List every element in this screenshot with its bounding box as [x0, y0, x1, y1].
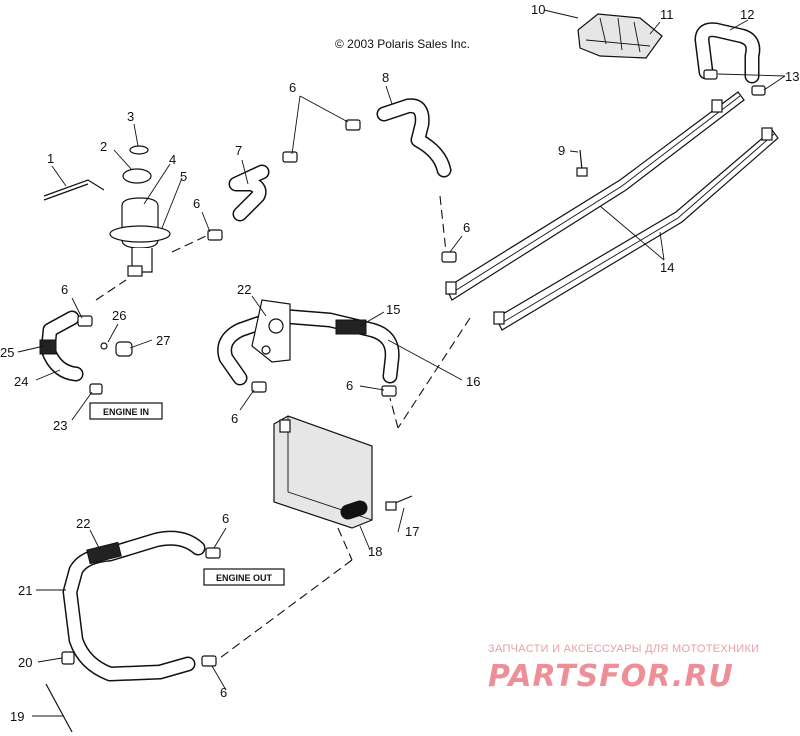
hose-12 [694, 22, 761, 84]
hose-24 [39, 310, 84, 382]
fitting-20 [61, 651, 75, 665]
watermark: ЗАПЧАСТИ И АКСЕССУАРЫ ДЛЯ МОТОТЕХНИКИ PA… [488, 643, 759, 694]
callout-numbers: 1 2 3 4 5 6 6 6 6 6 6 6 6 7 8 9 10 11 12… [0, 2, 799, 724]
engine-in-label: ENGINE IN [103, 407, 149, 417]
engine-out-tag: ENGINE OUT [203, 568, 285, 586]
callout-6d: 6 [463, 220, 470, 235]
callout-26: 26 [112, 308, 126, 323]
rod-1 [43, 179, 105, 201]
callout-23: 23 [53, 418, 67, 433]
bolt-9 [576, 149, 588, 177]
callout-5: 5 [180, 169, 187, 184]
fitting-17 [385, 495, 413, 511]
engine-in-tag: ENGINE IN [89, 402, 163, 420]
callout-21: 21 [18, 583, 32, 598]
hose-21 [62, 530, 206, 682]
flow-lines [95, 195, 471, 659]
callout-11: 11 [660, 7, 674, 22]
clamps-6 [77, 119, 457, 667]
callout-15: 15 [386, 302, 400, 317]
engine-out-label: ENGINE OUT [216, 573, 273, 583]
hose-15 [217, 308, 400, 386]
callout-7: 7 [235, 143, 242, 158]
copyright-text: © 2003 Polaris Sales Inc. [335, 37, 470, 51]
callout-6c: 6 [61, 282, 68, 297]
callout-27: 27 [156, 333, 170, 348]
callout-2: 2 [100, 139, 107, 154]
callout-16: 16 [466, 374, 480, 389]
thermostat-housing [251, 299, 291, 363]
callout-14: 14 [660, 260, 674, 275]
leader-lines [17, 9, 786, 717]
callout-6f: 6 [231, 411, 238, 426]
callout-22b: 22 [76, 516, 90, 531]
tie-19 [45, 683, 73, 733]
callout-6h: 6 [220, 685, 227, 700]
callout-12: 12 [740, 7, 754, 22]
clamp-13 [703, 69, 766, 96]
callout-6g: 6 [222, 511, 229, 526]
watermark-caption: ЗАПЧАСТИ И АКСЕССУАРЫ ДЛЯ МОТОТЕХНИКИ [488, 643, 759, 655]
hose-8 [376, 98, 452, 178]
callout-1: 1 [47, 151, 54, 166]
watermark-logo: PARTSFOR.RU [488, 659, 734, 694]
heat-shield-part [577, 13, 663, 59]
callout-6b: 6 [193, 196, 200, 211]
callout-18: 18 [368, 544, 382, 559]
callout-9: 9 [558, 143, 565, 158]
callout-19: 19 [10, 709, 24, 724]
coolant-bottle [109, 145, 171, 277]
callout-20: 20 [18, 655, 32, 670]
callout-4: 4 [169, 152, 176, 167]
callout-22a: 22 [237, 282, 251, 297]
callout-17: 17 [405, 524, 419, 539]
callout-8: 8 [382, 70, 389, 85]
callout-10: 10 [531, 2, 545, 17]
tank-18 [273, 415, 373, 529]
callout-13: 13 [785, 69, 799, 84]
callout-6a: 6 [289, 80, 296, 95]
callout-3: 3 [127, 109, 134, 124]
hose-7 [228, 164, 270, 222]
heat-exchanger-rails [445, 91, 779, 331]
callout-24: 24 [14, 374, 28, 389]
fittings-26-27 [100, 341, 133, 357]
callout-6e: 6 [346, 378, 353, 393]
callout-25: 25 [0, 345, 14, 360]
